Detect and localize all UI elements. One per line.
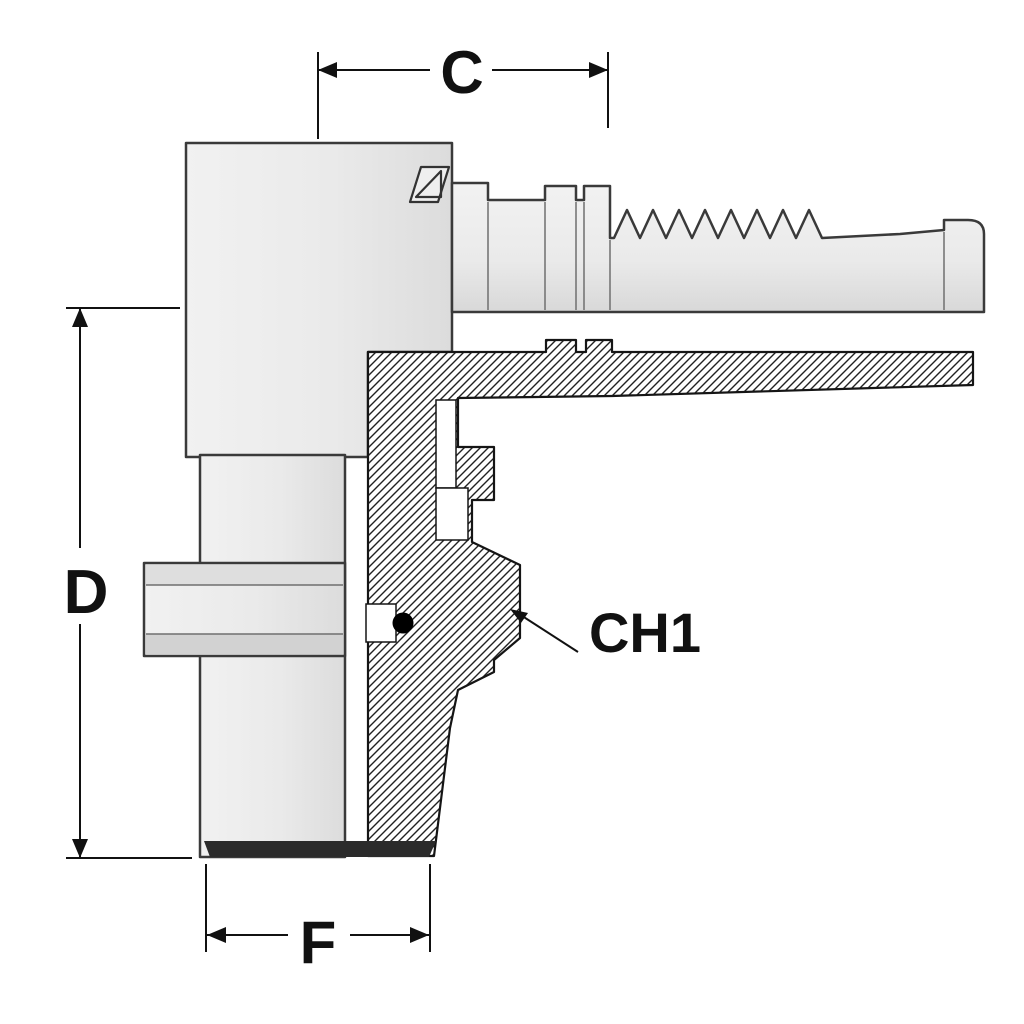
arrowhead-right-icon <box>589 62 608 78</box>
hose-tail <box>450 181 986 314</box>
bore-slot <box>435 399 457 489</box>
section-hatch-wall <box>366 338 975 858</box>
bottom-shadow <box>204 841 436 857</box>
callout-label-ch1: CH1 <box>589 601 701 664</box>
dimension-d: D <box>52 307 192 859</box>
arrowhead-down-icon <box>72 839 88 858</box>
bore-slot <box>435 487 469 541</box>
leader-line <box>515 611 579 653</box>
dimension-label-f: F <box>300 909 337 976</box>
arrowhead-left-icon <box>318 62 337 78</box>
fitting-body <box>142 141 986 859</box>
hex-bottom-chamfer <box>146 634 343 654</box>
hex-top-chamfer <box>146 565 343 585</box>
callout-ch1: CH1 <box>510 601 701 664</box>
label-backer <box>430 38 492 98</box>
o-ring-seal <box>392 612 414 634</box>
arrowhead-up-icon <box>72 308 88 327</box>
hex-nut <box>142 561 347 658</box>
dimension-f: F <box>205 864 431 976</box>
label-backer <box>52 548 120 624</box>
arrowhead-left-icon <box>207 927 226 943</box>
o-ring-groove <box>365 603 397 643</box>
dimension-label-c: C <box>440 39 483 106</box>
leader-arrowhead-icon <box>510 609 528 623</box>
manufacturer-logo-icon <box>408 165 451 204</box>
dimension-c: C <box>317 38 609 139</box>
arrowhead-right-icon <box>410 927 429 943</box>
dimension-label-d: D <box>64 558 109 627</box>
label-backer <box>288 902 350 968</box>
section-view <box>365 338 975 858</box>
